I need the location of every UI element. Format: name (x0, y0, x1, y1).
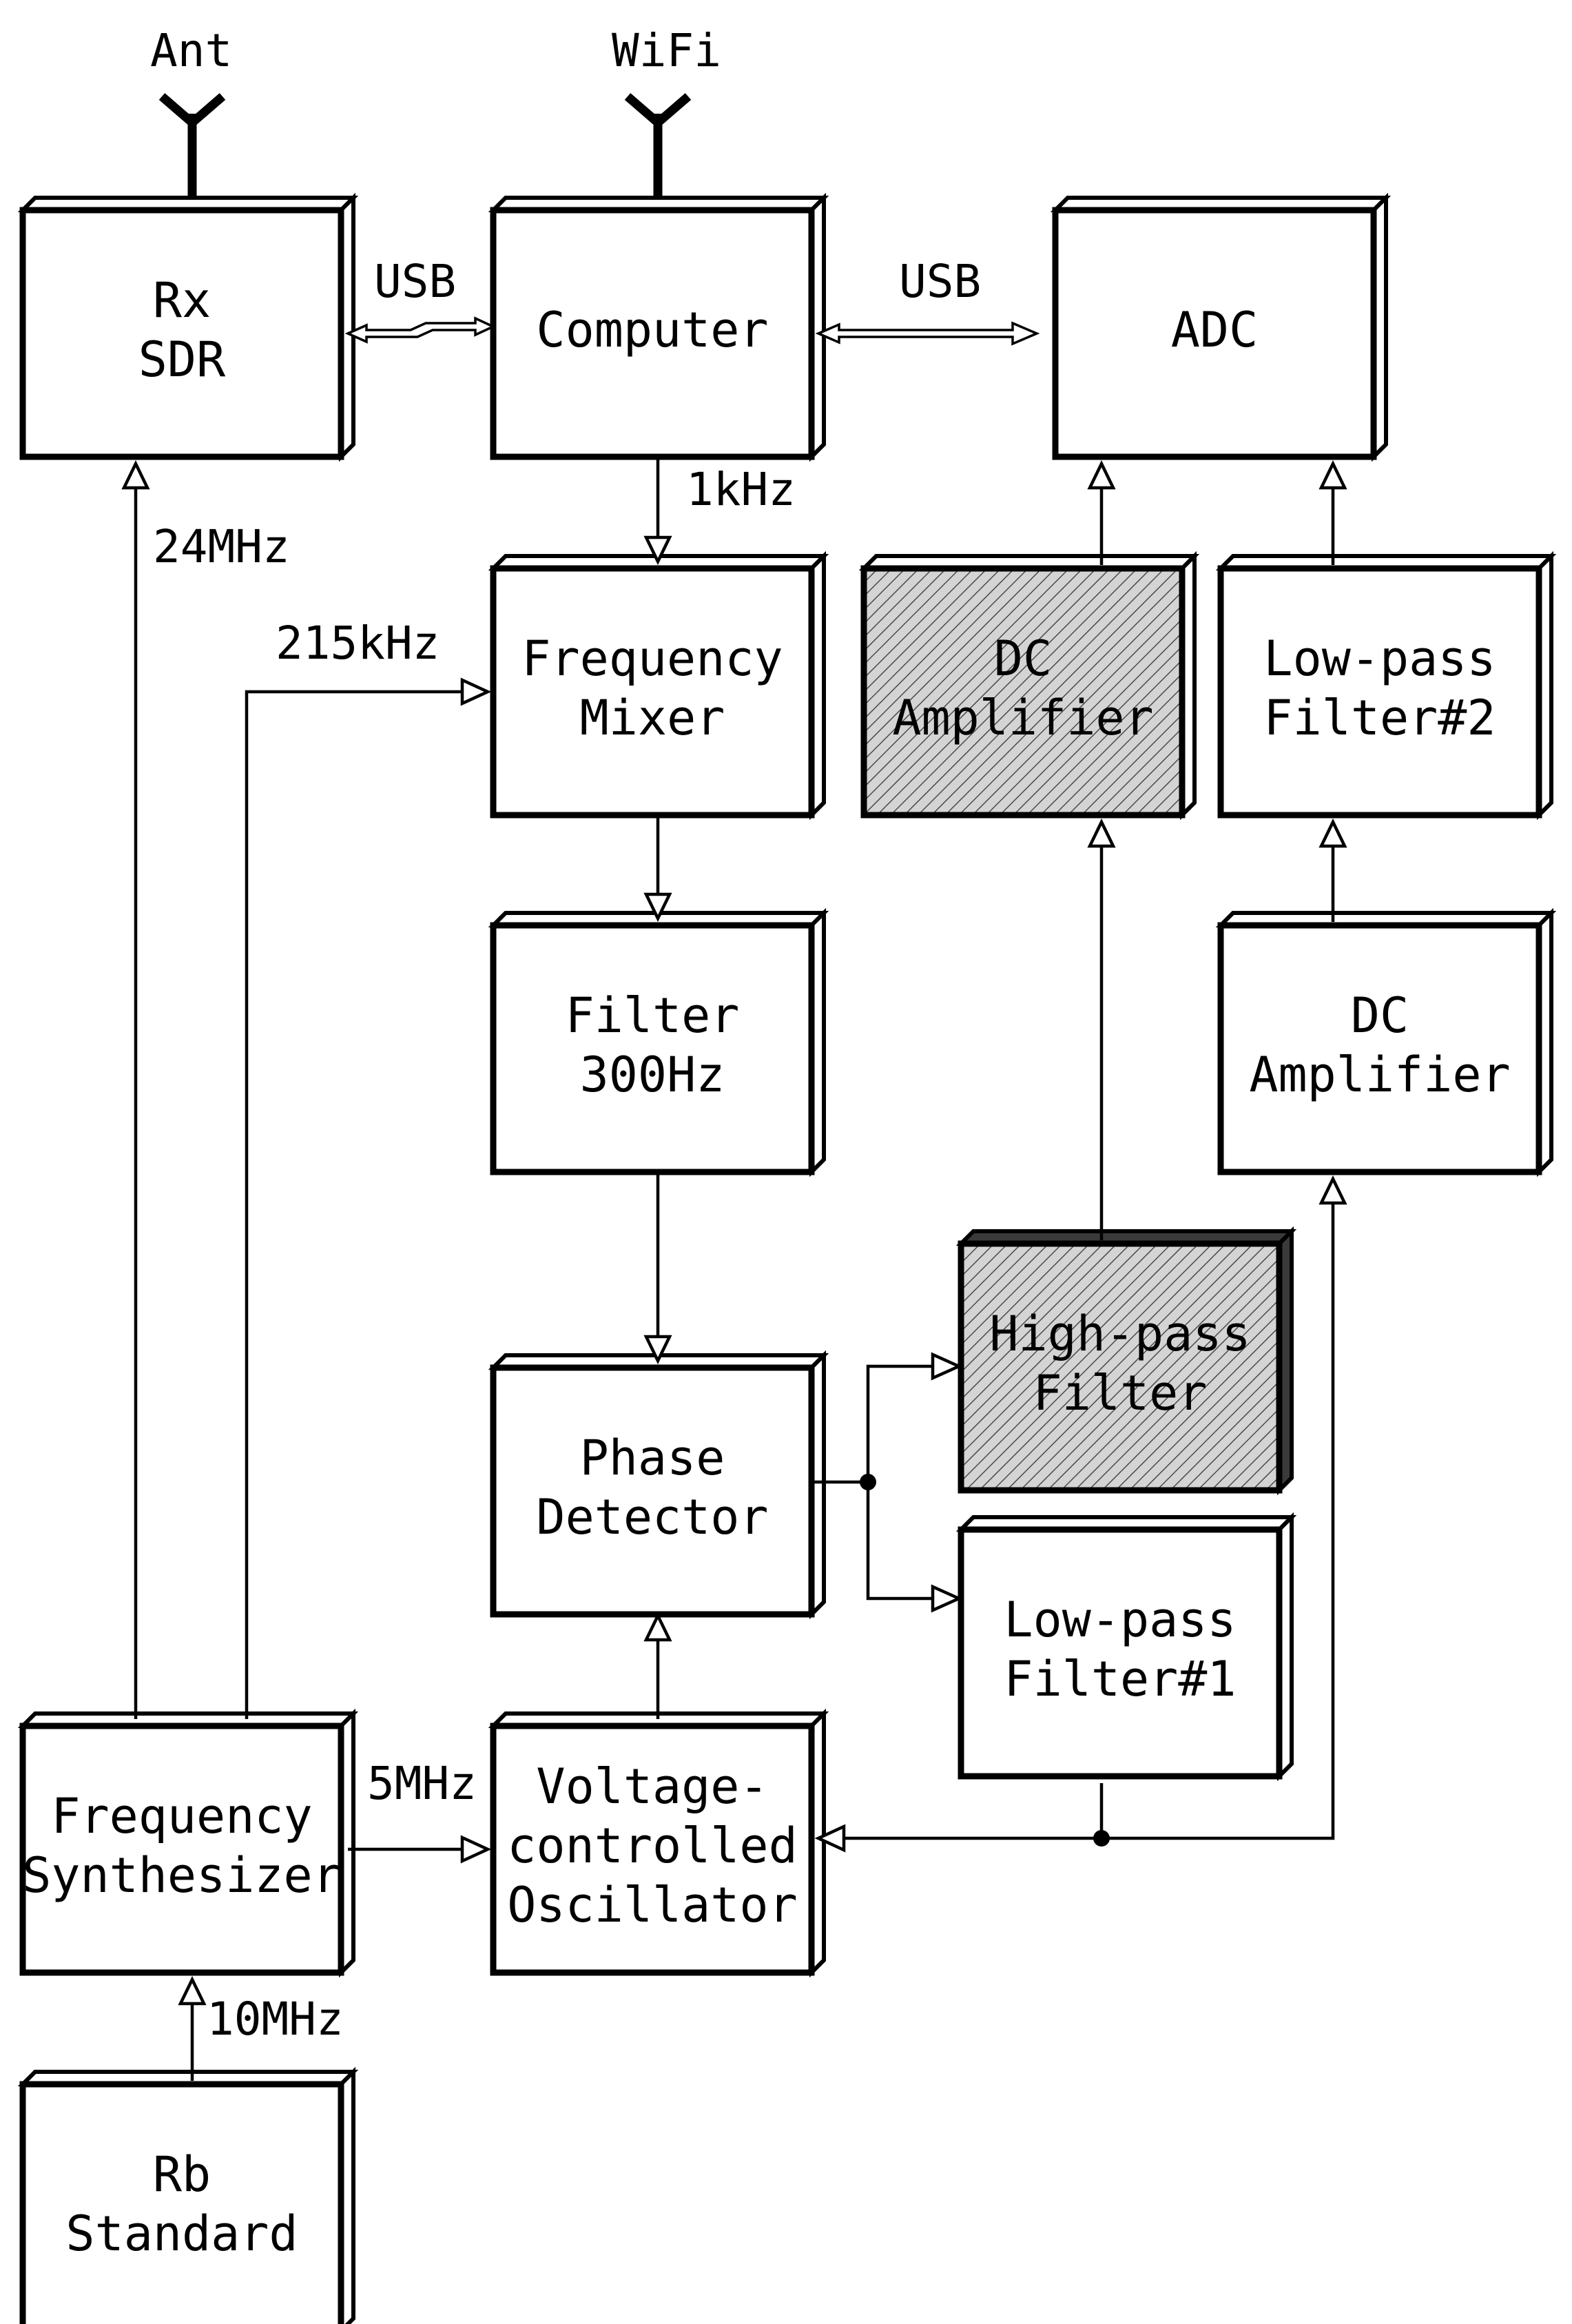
block-front-face (958, 1526, 1283, 1780)
arrowhead-dcamp2-bottom (1318, 1175, 1347, 1205)
usb-link-computer-adc (815, 321, 1040, 346)
block-label-line: Amplifier (1249, 1047, 1510, 1103)
antenna-wifi-icon (624, 93, 692, 200)
block-front-face (490, 1723, 815, 1976)
block-label-line: Standard (65, 2205, 298, 2262)
arrowhead-synth-bottom (178, 1975, 207, 2006)
usb-link-sdr-computer (344, 316, 497, 344)
arrowhead-sdr-bottom (121, 460, 150, 490)
block-label-line: Synthesizer (22, 1847, 342, 1904)
block-label-line: DC (994, 630, 1052, 687)
junction-dot-phase (860, 1474, 876, 1490)
block-label-line: Phase (580, 1430, 725, 1486)
junction-dot-lpf1 (1093, 1830, 1110, 1847)
label-usb-right: USB (899, 255, 981, 308)
block-label-line: Filter (566, 987, 740, 1044)
arrowhead-vco-right (814, 1824, 846, 1853)
block-label-line: Voltage- (536, 1758, 768, 1815)
block-front-face (490, 565, 815, 819)
block-label-line: SDR (138, 331, 226, 388)
block-label-line: Low-pass (1263, 630, 1496, 687)
block-front-face (1217, 922, 1542, 1175)
arrowhead-filter-top (643, 892, 672, 923)
block-label-line: Frequency (51, 1788, 312, 1844)
block-label-line: Computer (536, 302, 768, 358)
arrowhead-phase-top (643, 1335, 672, 1365)
label-usb-left: USB (374, 255, 456, 308)
block-label-line: 300Hz (580, 1047, 725, 1103)
block-label-line: DC (1351, 987, 1409, 1044)
wire-lpf1-to-dcamp2 (1102, 1203, 1335, 1840)
block-label-line: Rb (153, 2146, 211, 2203)
block-label-line: Filter#2 (1263, 690, 1496, 746)
block-front-face (860, 565, 1186, 819)
arrowhead-hpf-left (931, 1352, 963, 1381)
block-label-line: High-pass (989, 1306, 1250, 1362)
label-215khz: 215kHz (276, 617, 439, 670)
block-front-face (19, 1723, 344, 1976)
label-24mhz: 24MHz (153, 520, 290, 573)
block-front-face (19, 207, 344, 460)
arrowhead-phase-bottom (643, 1612, 672, 1642)
arrowhead-mixer-left (460, 677, 492, 706)
block-front-face (958, 1240, 1283, 1494)
block-front-face (490, 207, 815, 460)
label-ant: Ant (150, 24, 232, 77)
arrowhead-adc-bottom-right (1318, 460, 1347, 490)
block-front-face (1052, 207, 1377, 460)
block-label-line: Filter (1033, 1365, 1208, 1421)
wire-branch-to-hpf (866, 1364, 933, 1482)
arrowhead-vco-left (460, 1835, 492, 1864)
arrowhead-adc-bottom-left (1087, 460, 1116, 490)
label-1khz: 1kHz (686, 463, 796, 516)
arrowhead-lpf2-bottom (1318, 818, 1347, 848)
block-label-line: Rx (153, 272, 211, 329)
block-computer: Computer (488, 192, 829, 462)
label-5mhz: 5MHz (367, 1757, 477, 1810)
block-label-line: ADC (1171, 302, 1258, 358)
block-front-face (19, 2081, 344, 2324)
wire-branch-to-lpf1 (866, 1482, 933, 1601)
label-10mhz: 10MHz (207, 1993, 344, 2046)
antenna-ant-icon (158, 93, 226, 200)
block-adc: ADC (1050, 192, 1392, 462)
block-front-face (490, 1364, 815, 1618)
block-label-line: Low-pass (1004, 1592, 1236, 1648)
label-wifi: WiFi (612, 24, 721, 77)
block-front-face (1217, 565, 1542, 819)
arrowhead-dcamp1-bottom (1087, 818, 1116, 848)
block-label-line: Mixer (580, 690, 725, 746)
block-front-face (490, 922, 815, 1175)
arrowhead-lpf1-left (931, 1584, 963, 1613)
block-label-line: Detector (536, 1489, 768, 1545)
wire-synth-to-mixer (245, 690, 462, 1719)
block-label-line: controlled (507, 1818, 797, 1874)
block-label-line: Oscillator (507, 1877, 797, 1933)
block-label-line: Amplifier (892, 690, 1153, 746)
block-label-line: Filter#1 (1004, 1651, 1236, 1707)
arrowhead-mixer-top (643, 535, 672, 566)
block-label-line: Frequency (521, 630, 783, 687)
